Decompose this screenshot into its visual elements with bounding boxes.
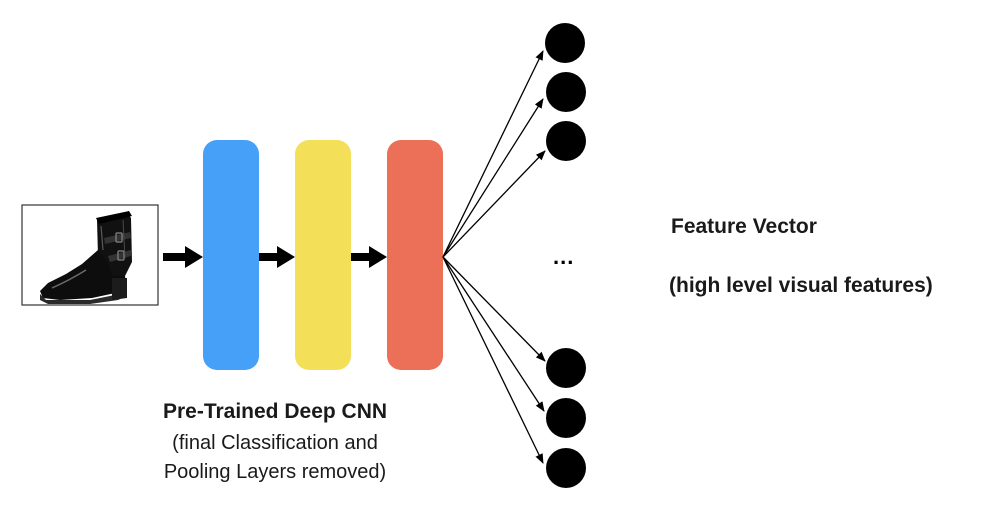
input-image xyxy=(21,204,159,306)
layer2-to-layer3-arrow xyxy=(351,246,387,268)
arrow-to-node-6 xyxy=(442,256,544,464)
feature-node-5 xyxy=(546,398,586,438)
input-to-layer1-arrow xyxy=(163,246,203,268)
arrow-to-node-5 xyxy=(442,256,545,412)
cnn-layer-block-2 xyxy=(295,140,351,370)
cnn-caption-line-2: Pooling Layers removed) xyxy=(163,461,387,483)
black-leather-boot-icon xyxy=(40,211,132,304)
feature-vector-subtitle: (high level visual features) xyxy=(669,274,933,297)
feature-vector-ellipsis: ... xyxy=(553,244,575,269)
arrow-to-node-3 xyxy=(442,150,546,258)
layer1-to-layer2-arrow xyxy=(259,246,295,268)
feature-node-2 xyxy=(546,72,586,112)
feature-node-3 xyxy=(546,121,586,161)
arrow-to-node-2 xyxy=(442,98,544,258)
cnn-caption-title: Pre-Trained Deep CNN xyxy=(162,400,388,423)
cnn-layer-block-3 xyxy=(387,140,443,370)
cnn-layer-block-1 xyxy=(203,140,259,370)
feature-node-6 xyxy=(546,448,586,488)
arrow-to-node-4 xyxy=(442,256,546,362)
fan-out-arrows xyxy=(442,50,546,464)
feature-node-4 xyxy=(546,348,586,388)
arrow-to-node-1 xyxy=(442,50,544,258)
feature-node-1 xyxy=(545,23,585,63)
cnn-caption-line-1: (final Classification and xyxy=(172,432,378,454)
feature-vector-nodes xyxy=(545,23,586,488)
feature-vector-title: Feature Vector xyxy=(671,215,817,238)
